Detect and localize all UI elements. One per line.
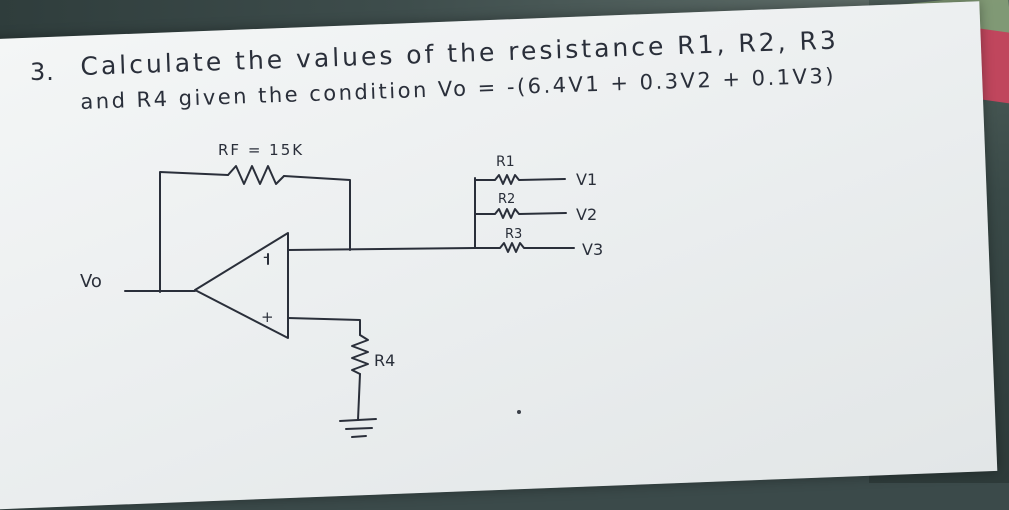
r1-label: R1 [496,154,515,170]
r3-branch-wire [474,242,575,253]
non-inverting-input-wire [287,317,361,336]
problem-number: 3. [30,58,55,86]
feedback-wire-right [283,175,351,251]
rf-label: RF = 15K [218,141,304,159]
ground-symbol [339,418,377,438]
op-amp-minus-sign: - [263,247,269,266]
r3-label: R3 [505,227,522,242]
resistor-r4 [351,334,369,375]
v2-label: V2 [576,205,597,224]
r2-branch-wire [474,208,567,219]
r4-label: R4 [374,351,395,370]
v3-label: V3 [582,240,603,259]
r2-label: R2 [498,192,515,207]
ink-dot [517,410,521,414]
v1-label: V1 [576,170,597,189]
r1-branch-wire [474,174,566,185]
r4-ground-wire [357,373,361,421]
inverting-input-wire [287,247,476,251]
vo-label: Vo [80,271,102,292]
feedback-wire [159,171,229,293]
op-amp-triangle [194,232,289,339]
op-amp-plus-sign: + [261,308,274,326]
feedback-resistor-rf [227,165,285,185]
op-amp-circuit-diagram: RF = 15K R1 R2 R3 R4 V1 V2 V3 Vo - + [80,141,603,438]
